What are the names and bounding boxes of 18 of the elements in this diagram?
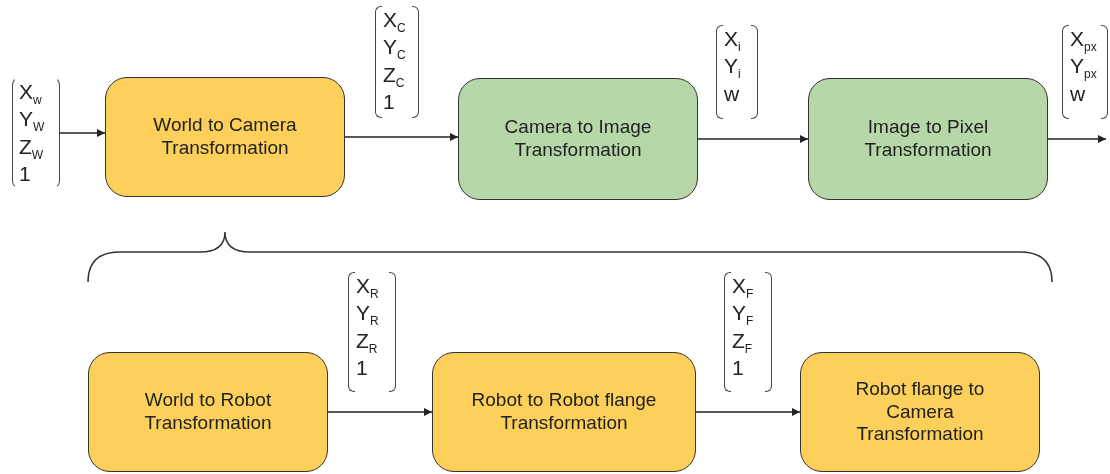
process-label: World to Robot Transformation xyxy=(143,389,273,435)
edge-label: X$_{C}$ Y$_{C}$ Z$_{C}$ 1 xyxy=(375,6,419,118)
process-label: Camera to Image Transformation xyxy=(503,116,653,162)
edge-label: X$_{px}$ Y$_{px}$ w xyxy=(1062,25,1108,119)
arrow xyxy=(697,135,809,143)
process-label: Image to Pixel Transformation xyxy=(863,116,993,162)
arrow xyxy=(59,129,106,137)
arrow xyxy=(344,133,459,141)
vector-label: X$_{w}$ Y$_{W}$ Z$_{W}$ 1 xyxy=(12,77,60,189)
process-label: Robot to Robot flange Transformation xyxy=(470,389,658,435)
edge-label: X$_{i}$ Y$_{i}$ w xyxy=(716,25,758,119)
edge-label: X$_{R}$ Y$_{R}$ Z$_{R}$ 1 xyxy=(348,272,396,392)
arrow xyxy=(695,408,801,416)
process-label: World to Camera Transformation xyxy=(152,114,298,160)
edge-label: X$_{F}$ Y$_{F}$ Z$_{F}$ 1 xyxy=(724,272,772,392)
arrow xyxy=(1047,135,1107,143)
arrow xyxy=(327,408,433,416)
process-label: Robot flange to Camera Transformation xyxy=(854,377,986,447)
